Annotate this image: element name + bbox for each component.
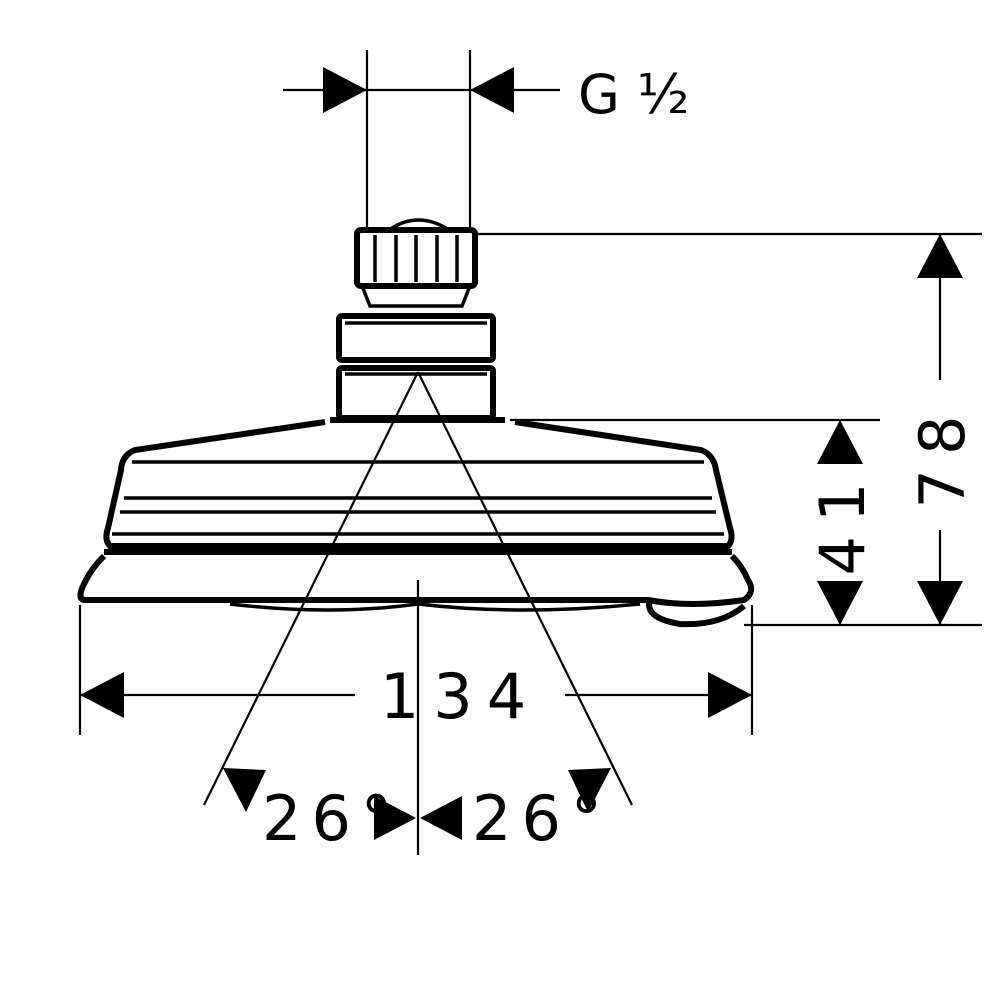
shower-head <box>77 218 755 628</box>
angle-left-label: 26° <box>262 782 402 855</box>
angle-right-inner-arrow <box>420 796 462 840</box>
head-height-dimension: 41 <box>510 418 880 625</box>
thread-label: G ½ <box>578 63 689 126</box>
thread-dimension: G ½ <box>283 50 689 228</box>
head-height-arrow-top <box>817 420 863 464</box>
total-height-label: 78 <box>906 402 979 509</box>
width-label: 134 <box>380 660 540 733</box>
width-dimension: 134 <box>78 605 754 735</box>
angle-left-inner-arrow <box>374 796 416 840</box>
neck <box>330 313 505 423</box>
thread-arrow-right <box>470 67 514 113</box>
width-arrow-left <box>80 672 124 718</box>
total-height-dimension: 78 <box>478 232 982 627</box>
total-height-arrow-bottom <box>917 581 963 625</box>
hex-nut <box>354 218 478 308</box>
angle-right-label: 26° <box>472 782 612 855</box>
angle-right-outer-arrow <box>568 768 611 812</box>
angle-left-outer-arrow <box>223 768 266 812</box>
head-height-label: 41 <box>806 469 879 576</box>
spray-line-right <box>417 371 633 806</box>
angle-dimensions: 26° 26° <box>223 768 612 855</box>
thread-arrow-left <box>323 67 367 113</box>
head-height-arrow-bottom <box>817 581 863 625</box>
spray-line-left <box>203 371 419 806</box>
spray-angle-lines <box>203 371 633 855</box>
head-body <box>77 419 755 628</box>
total-height-arrow-top <box>917 234 963 278</box>
width-arrow-right <box>708 672 752 718</box>
